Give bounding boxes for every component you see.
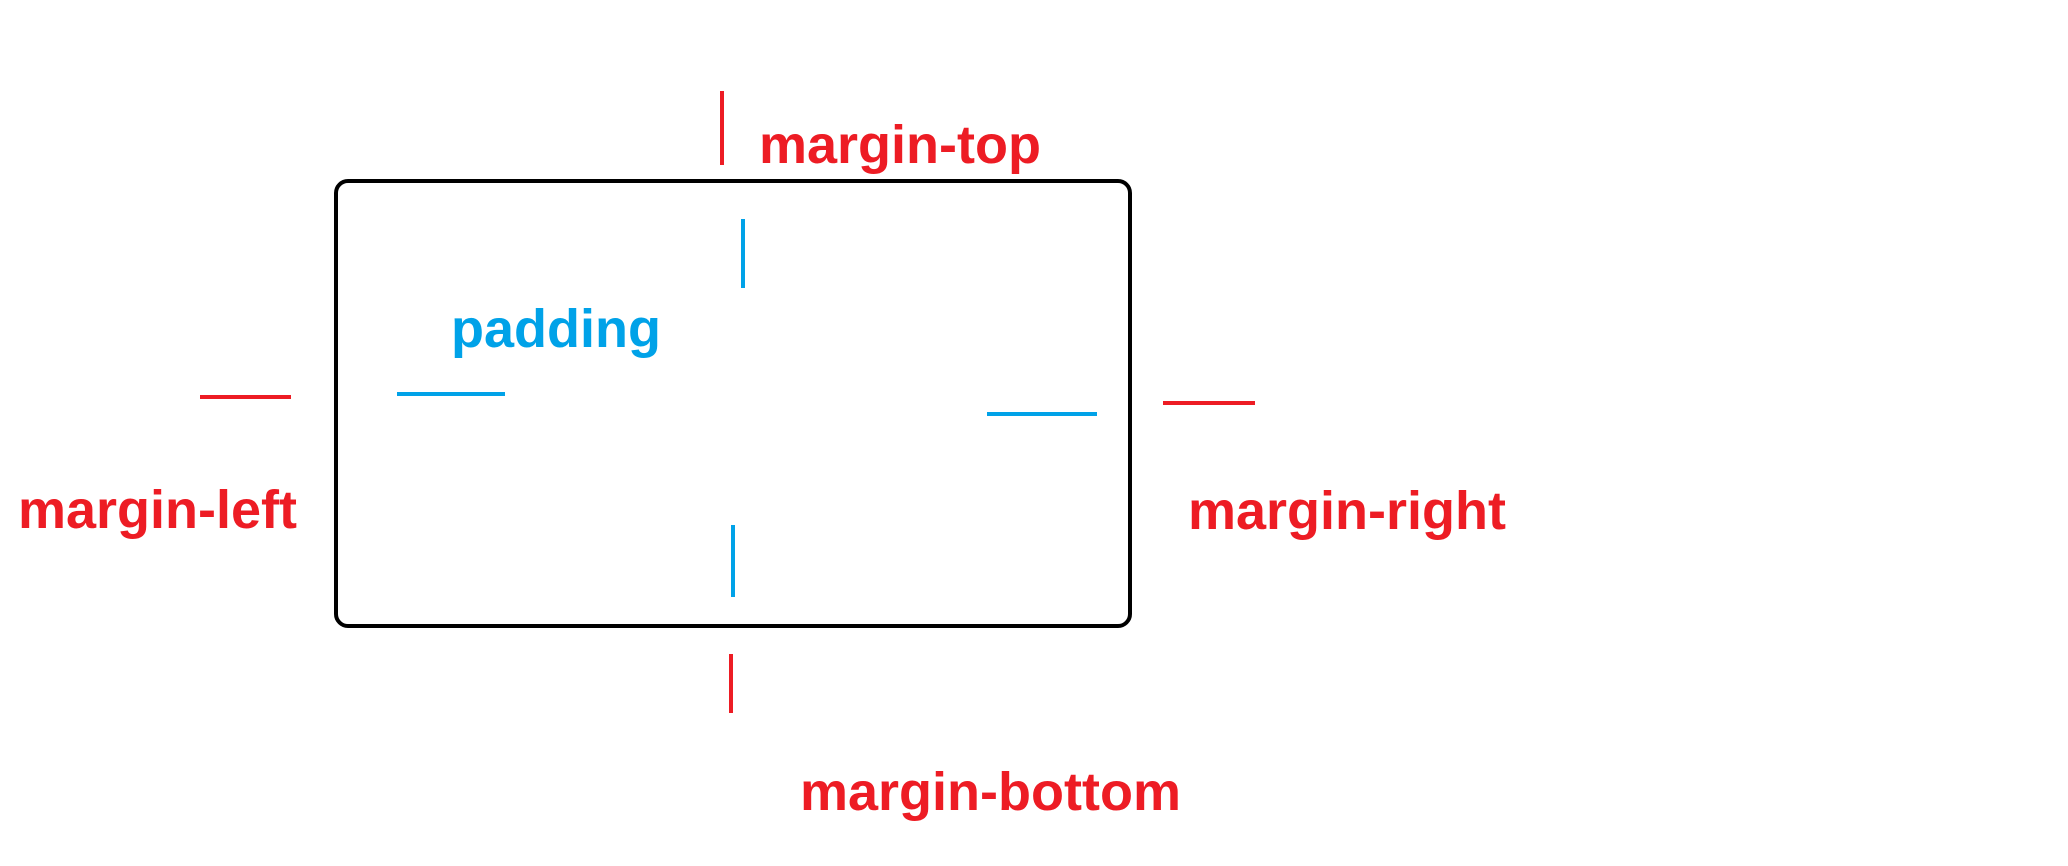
padding-label: padding [451,299,661,359]
margin-top-label: margin-top [759,115,1041,175]
margin-right-label: margin-right [1188,481,1506,541]
box-outline [334,179,1132,628]
margin-bottom-label: margin-bottom [800,762,1181,822]
margin-left-label: margin-left [18,480,298,540]
